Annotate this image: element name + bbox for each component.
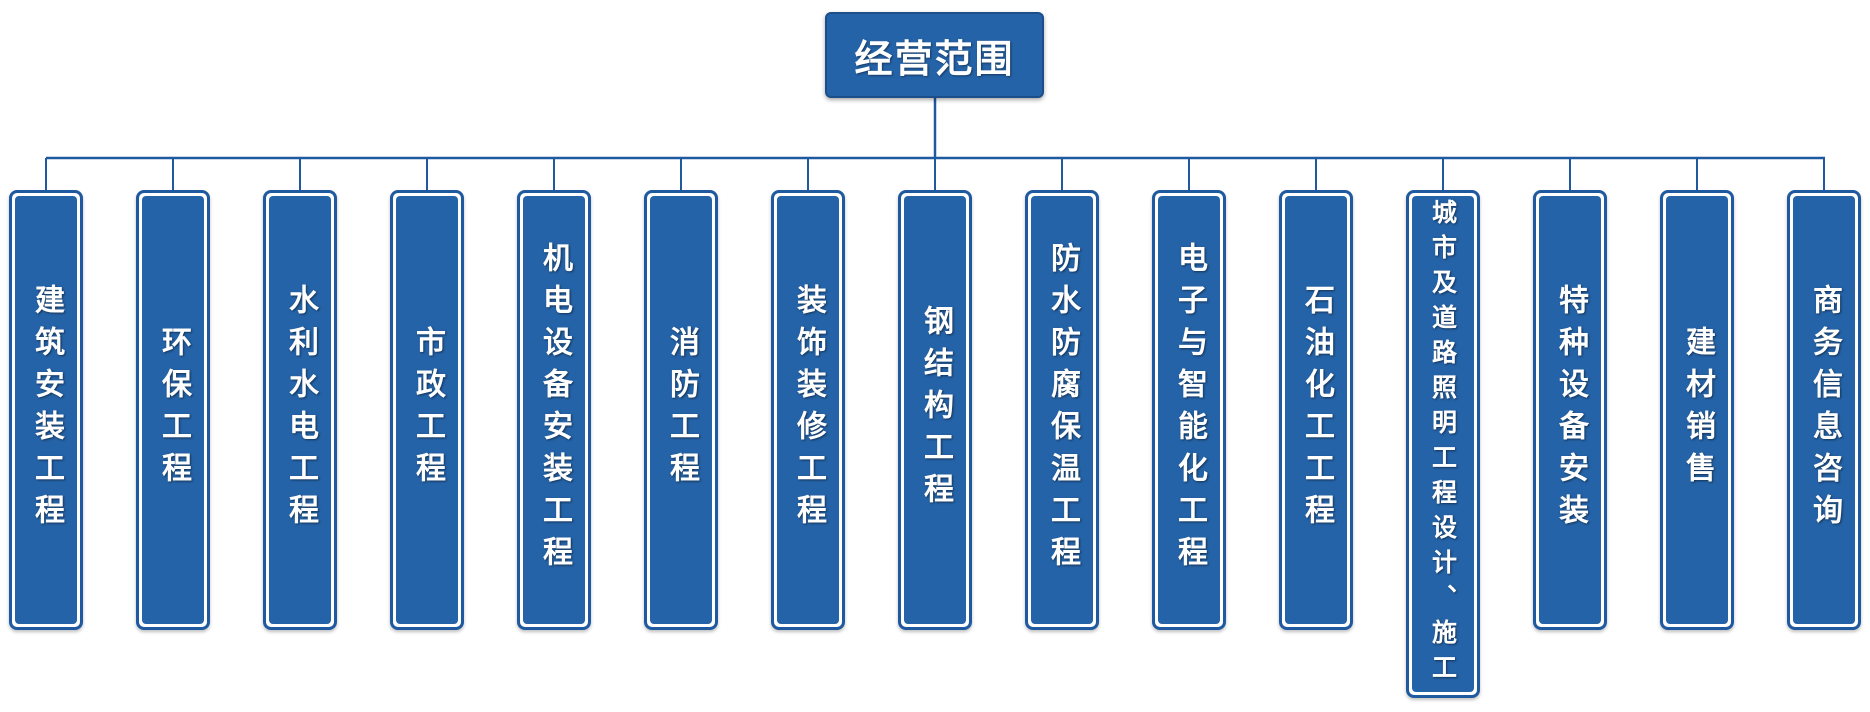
node-fill: 城市及道路照明工程设计、施工 xyxy=(1412,196,1474,692)
node-building-materials: 建材销售 xyxy=(1660,190,1734,630)
node-label: 商务信息咨询 xyxy=(1807,284,1842,536)
node-fill: 市政工程 xyxy=(396,196,458,624)
node-municipal: 市政工程 xyxy=(390,190,464,630)
node-label: 特种设备安装 xyxy=(1553,284,1588,536)
node-water-conservancy: 水利水电工程 xyxy=(263,190,337,630)
node-label: 钢结构工程 xyxy=(918,305,953,515)
node-fill: 消防工程 xyxy=(650,196,712,624)
root-label: 经营范围 xyxy=(854,36,1015,81)
node-label: 机电设备安装工程 xyxy=(537,242,572,578)
node-label: 建材销售 xyxy=(1680,326,1715,494)
node-waterproofing: 防水防腐保温工程 xyxy=(1025,190,1099,630)
node-label: 建筑安装工程 xyxy=(29,284,64,536)
child-connectors xyxy=(45,158,1825,190)
node-label: 防水防腐保温工程 xyxy=(1045,242,1080,578)
node-label: 石油化工工程 xyxy=(1299,284,1334,536)
node-label: 装饰装修工程 xyxy=(791,284,826,536)
node-fill: 装饰装修工程 xyxy=(777,196,839,624)
node-fill: 建筑安装工程 xyxy=(15,196,77,624)
node-label: 城市及道路照明工程设计、施工 xyxy=(1428,199,1458,689)
node-fill: 水利水电工程 xyxy=(269,196,331,624)
node-fill: 电子与智能化工程 xyxy=(1158,196,1220,624)
node-label: 消防工程 xyxy=(664,326,699,494)
node-fill: 建材销售 xyxy=(1666,196,1728,624)
node-fill: 防水防腐保温工程 xyxy=(1031,196,1093,624)
node-label: 电子与智能化工程 xyxy=(1172,242,1207,578)
node-fill: 机电设备安装工程 xyxy=(523,196,585,624)
node-fill: 石油化工工程 xyxy=(1285,196,1347,624)
root-node: 经营范围 xyxy=(825,12,1044,98)
node-special-equipment: 特种设备安装 xyxy=(1533,190,1607,630)
node-fill: 商务信息咨询 xyxy=(1793,196,1855,624)
node-environmental: 环保工程 xyxy=(136,190,210,630)
node-fill: 钢结构工程 xyxy=(904,196,966,624)
node-business-consulting: 商务信息咨询 xyxy=(1787,190,1861,630)
node-fire-protection: 消防工程 xyxy=(644,190,718,630)
node-fill: 特种设备安装 xyxy=(1539,196,1601,624)
node-label: 水利水电工程 xyxy=(283,284,318,536)
node-label: 市政工程 xyxy=(410,326,445,494)
node-label: 环保工程 xyxy=(156,326,191,494)
node-electronics: 电子与智能化工程 xyxy=(1152,190,1226,630)
node-lighting: 城市及道路照明工程设计、施工 xyxy=(1406,190,1480,698)
node-fill: 环保工程 xyxy=(142,196,204,624)
node-decoration: 装饰装修工程 xyxy=(771,190,845,630)
node-mechanical-electrical: 机电设备安装工程 xyxy=(517,190,591,630)
node-construction-installation: 建筑安装工程 xyxy=(9,190,83,630)
node-petrochemical: 石油化工工程 xyxy=(1279,190,1353,630)
node-steel-structure: 钢结构工程 xyxy=(898,190,972,630)
